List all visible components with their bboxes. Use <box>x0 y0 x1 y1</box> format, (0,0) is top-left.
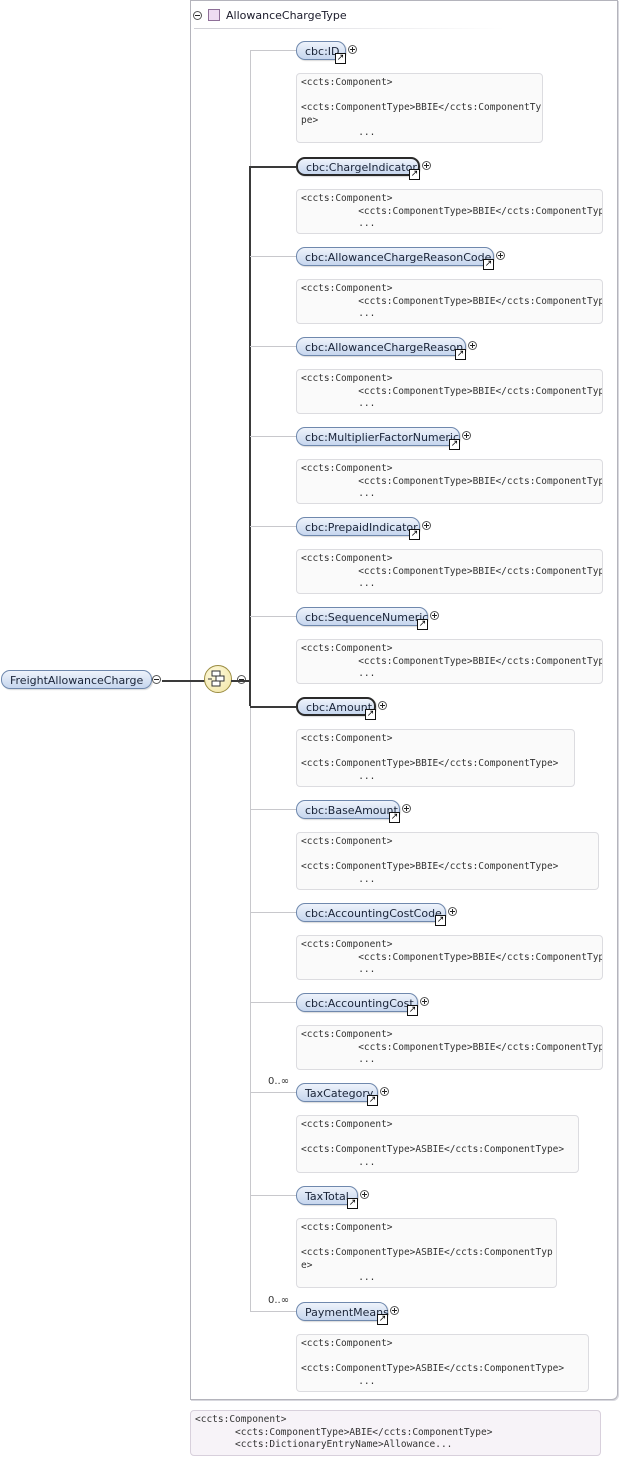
branch-connector <box>250 809 296 810</box>
reference-arrow-icon[interactable]: ↗ <box>455 349 466 360</box>
reference-arrow-icon[interactable]: ↗ <box>483 259 494 270</box>
element-documentation: <ccts:Component> <ccts:ComponentType>BBI… <box>296 549 603 594</box>
child-element-label: cbc:ChargeIndicator <box>306 161 417 174</box>
reference-arrow-icon[interactable]: ↗ <box>409 169 420 180</box>
expand-toggle-icon[interactable] <box>360 1190 369 1199</box>
root-connector <box>162 680 205 682</box>
child-element-label: TaxTotal <box>305 1190 349 1203</box>
reference-arrow-icon[interactable]: ↗ <box>365 709 376 720</box>
element-documentation: <ccts:Component> <ccts:ComponentType>ASB… <box>296 1334 589 1392</box>
element-documentation: <ccts:Component> <ccts:ComponentType>BBI… <box>296 459 603 504</box>
child-element-node[interactable]: cbc:MultiplierFactorNumeric <box>296 427 460 446</box>
expand-toggle-icon[interactable] <box>380 1087 389 1096</box>
child-element-label: TaxCategory <box>305 1087 374 1100</box>
branch-connector <box>250 706 296 708</box>
child-element-label: cbc:MultiplierFactorNumeric <box>305 431 460 444</box>
child-element-label: cbc:BaseAmount <box>305 804 398 817</box>
element-documentation: <ccts:Component> <ccts:ComponentType>ASB… <box>296 1218 557 1288</box>
branch-connector <box>250 1092 296 1093</box>
header-divider <box>194 28 504 29</box>
element-documentation: <ccts:Component> <ccts:ComponentType>BBI… <box>296 832 599 890</box>
branch-connector <box>250 1002 296 1003</box>
expand-toggle-icon[interactable] <box>378 701 387 710</box>
element-documentation: <ccts:Component> <ccts:ComponentType>BBI… <box>296 1025 603 1070</box>
reference-arrow-icon[interactable]: ↗ <box>435 915 446 926</box>
branch-connector <box>250 436 296 437</box>
reference-arrow-icon[interactable]: ↗ <box>367 1095 378 1106</box>
child-element-node[interactable]: cbc:BaseAmount <box>296 800 400 819</box>
element-documentation: <ccts:Component> <ccts:ComponentType>BBI… <box>296 639 603 684</box>
child-element-node[interactable]: cbc:PrepaidIndicator <box>296 517 420 536</box>
reference-arrow-icon[interactable]: ↗ <box>335 53 346 64</box>
child-element-node[interactable]: cbc:SequenceNumeric <box>296 607 428 626</box>
root-element-label: FreightAllowanceCharge <box>10 674 144 687</box>
reference-arrow-icon[interactable]: ↗ <box>407 1005 418 1016</box>
branch-connector <box>250 526 296 527</box>
child-element-label: cbc:ID <box>305 45 340 58</box>
occurrence-label: 0..∞ <box>268 1076 290 1087</box>
element-documentation: <ccts:Component> <ccts:ComponentType>BBI… <box>296 189 603 234</box>
branch-connector <box>250 1311 296 1312</box>
expand-toggle-icon[interactable] <box>448 907 457 916</box>
branch-connector <box>250 50 296 51</box>
type-documentation: <ccts:Component> <ccts:ComponentType>ABI… <box>190 1410 601 1456</box>
child-element-label: cbc:AllowanceChargeReasonCode <box>305 251 492 264</box>
element-documentation: <ccts:Component> <ccts:ComponentType>BBI… <box>296 729 575 787</box>
root-element-node[interactable]: FreightAllowanceCharge <box>1 670 153 689</box>
reference-arrow-icon[interactable]: ↗ <box>377 1314 388 1325</box>
branch-connector <box>250 166 296 168</box>
expand-toggle-icon[interactable] <box>390 1306 399 1315</box>
sequence-compositor-icon[interactable] <box>204 665 232 693</box>
reference-arrow-icon[interactable]: ↗ <box>389 812 400 823</box>
expand-toggle-icon[interactable] <box>402 804 411 813</box>
child-element-node[interactable]: cbc:ID <box>296 41 346 60</box>
reference-arrow-icon[interactable]: ↗ <box>409 529 420 540</box>
child-element-label: cbc:AllowanceChargeReason <box>305 341 464 354</box>
child-element-label: cbc:Amount <box>306 701 373 714</box>
reference-arrow-icon[interactable]: ↗ <box>347 1198 358 1209</box>
child-element-label: cbc:AccountingCost <box>305 997 414 1010</box>
element-documentation: <ccts:Component> <ccts:ComponentType>BBI… <box>296 73 543 143</box>
expand-toggle-icon[interactable] <box>422 521 431 530</box>
child-element-node[interactable]: cbc:AllowanceChargeReasonCode <box>296 247 494 266</box>
child-element-node[interactable]: cbc:AccountingCost <box>296 993 418 1012</box>
expand-toggle-icon[interactable] <box>430 611 439 620</box>
element-documentation: <ccts:Component> <ccts:ComponentType>BBI… <box>296 369 603 414</box>
branch-connector <box>250 616 296 617</box>
expand-toggle-icon[interactable] <box>422 161 431 170</box>
child-element-node[interactable]: cbc:Amount <box>296 697 376 716</box>
complex-type-icon <box>208 9 220 21</box>
child-element-node[interactable]: PaymentMeans <box>296 1302 389 1321</box>
child-element-node[interactable]: cbc:AllowanceChargeReason <box>296 337 466 356</box>
child-element-node[interactable]: TaxTotal <box>296 1186 358 1205</box>
reference-arrow-icon[interactable]: ↗ <box>417 619 428 630</box>
type-header-label: AllowanceChargeType <box>226 8 347 22</box>
expand-toggle-icon[interactable] <box>348 45 357 54</box>
branch-connector <box>250 256 296 257</box>
child-element-label: cbc:SequenceNumeric <box>305 611 429 624</box>
child-element-node[interactable]: cbc:ChargeIndicator <box>296 157 420 176</box>
sequence-collapse-toggle-icon[interactable] <box>237 675 246 684</box>
sequence-connector <box>231 680 250 682</box>
element-documentation: <ccts:Component> <ccts:ComponentType>BBI… <box>296 935 603 980</box>
branch-connector <box>250 912 296 913</box>
element-documentation: <ccts:Component> <ccts:ComponentType>ASB… <box>296 1115 579 1173</box>
expand-toggle-icon[interactable] <box>468 341 477 350</box>
expand-toggle-icon[interactable] <box>496 251 505 260</box>
type-header: AllowanceChargeType <box>193 6 503 24</box>
element-documentation: <ccts:Component> <ccts:ComponentType>BBI… <box>296 279 603 324</box>
collapse-type-toggle-icon[interactable] <box>193 10 202 20</box>
child-element-label: PaymentMeans <box>305 1306 389 1319</box>
child-element-label: cbc:AccountingCostCode <box>305 907 442 920</box>
branch-connector <box>250 346 296 347</box>
branch-connector <box>250 1195 296 1196</box>
child-element-node[interactable]: TaxCategory <box>296 1083 378 1102</box>
occurrence-label: 0..∞ <box>268 1295 290 1306</box>
root-collapse-toggle-icon[interactable] <box>152 675 161 684</box>
expand-toggle-icon[interactable] <box>420 997 429 1006</box>
child-element-label: cbc:PrepaidIndicator <box>305 521 418 534</box>
expand-toggle-icon[interactable] <box>462 431 471 440</box>
child-element-node[interactable]: cbc:AccountingCostCode <box>296 903 446 922</box>
reference-arrow-icon[interactable]: ↗ <box>449 439 460 450</box>
